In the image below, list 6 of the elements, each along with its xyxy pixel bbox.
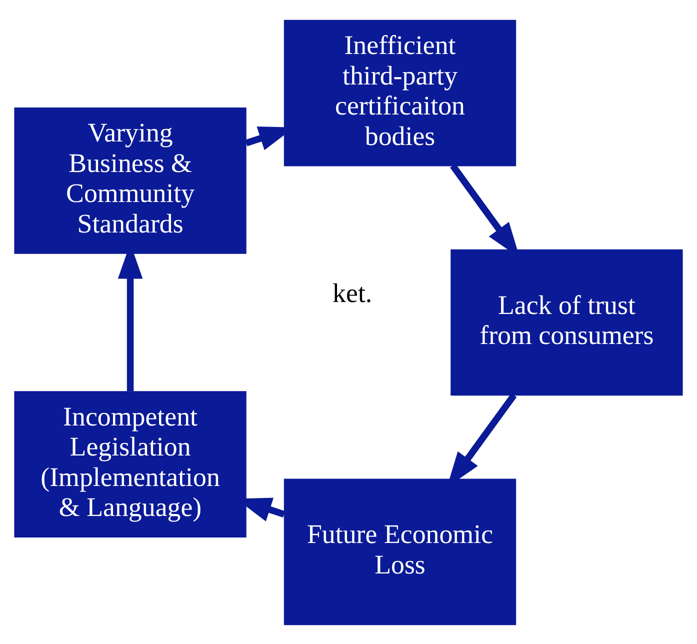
node-box: Lack of trust from consumers bbox=[450, 248, 683, 396]
node-box: Inefficient third-party certificaiton bodies bbox=[284, 19, 516, 166]
node-box: Incompetent Legislation (Implementation & Language) bbox=[14, 390, 246, 537]
node-box: Future Economic Loss bbox=[284, 478, 516, 625]
node-box: Varying Business & Community Standards bbox=[14, 107, 246, 254]
label: ket. bbox=[332, 277, 372, 308]
